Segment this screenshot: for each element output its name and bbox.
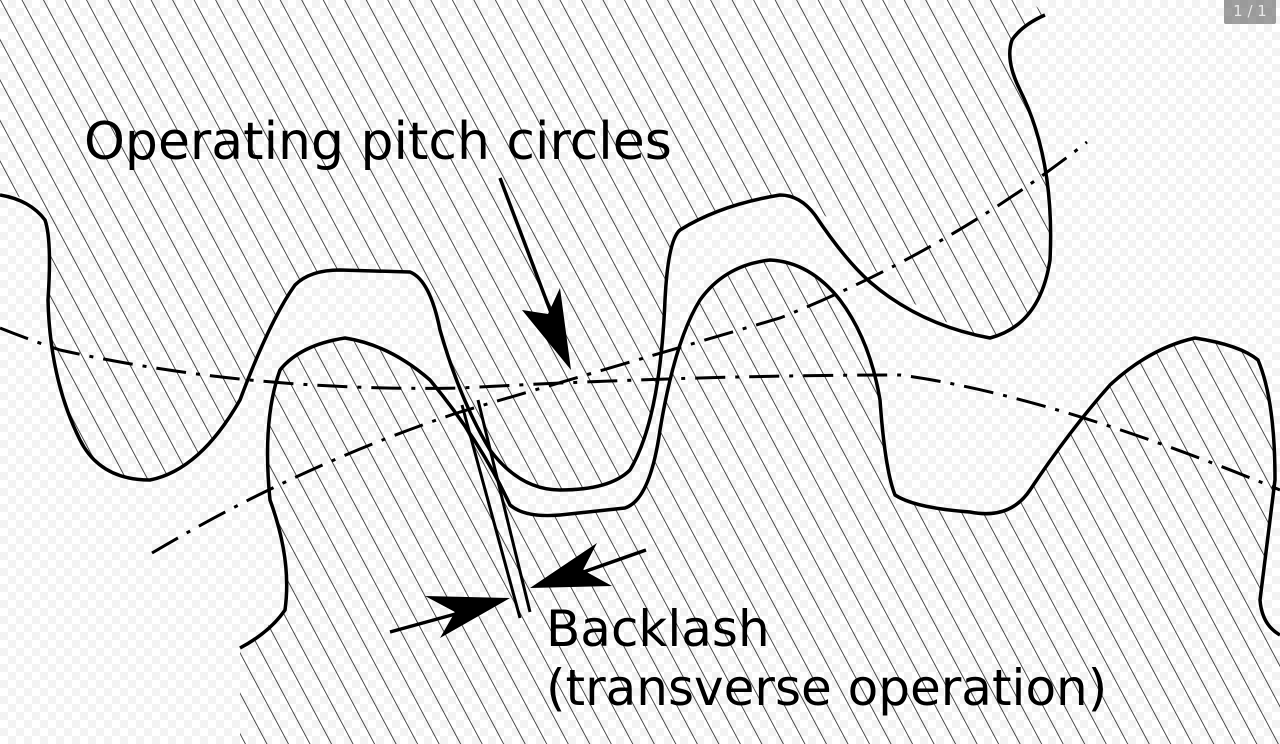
lower-pitch-circle (151, 140, 1088, 555)
upper-gear-outline (0, 13, 1053, 492)
backlash-line-right (476, 399, 532, 613)
backlash-arrow-right-head-icon (530, 543, 612, 588)
backlash-line-left (460, 404, 522, 619)
upper-pitch-circle (0, 326, 1280, 492)
pitch-arrowhead-icon (522, 288, 571, 370)
backlash-arrow-right-shaft (574, 548, 647, 577)
backlash-label: Backlash (transverse operation) (546, 600, 1107, 718)
lower-gear-outline (239, 258, 1280, 650)
page-counter: 1 / 1 (1224, 0, 1276, 24)
pitch-arrow-shaft (498, 177, 555, 319)
backlash-arrow-left-head-icon (425, 596, 510, 638)
lower-gear-body (240, 260, 1280, 744)
pitch-circles-label: Operating pitch circles (84, 112, 672, 172)
backlash-label-line1: Backlash (546, 600, 770, 658)
backlash-label-line2: (transverse operation) (546, 659, 1108, 717)
